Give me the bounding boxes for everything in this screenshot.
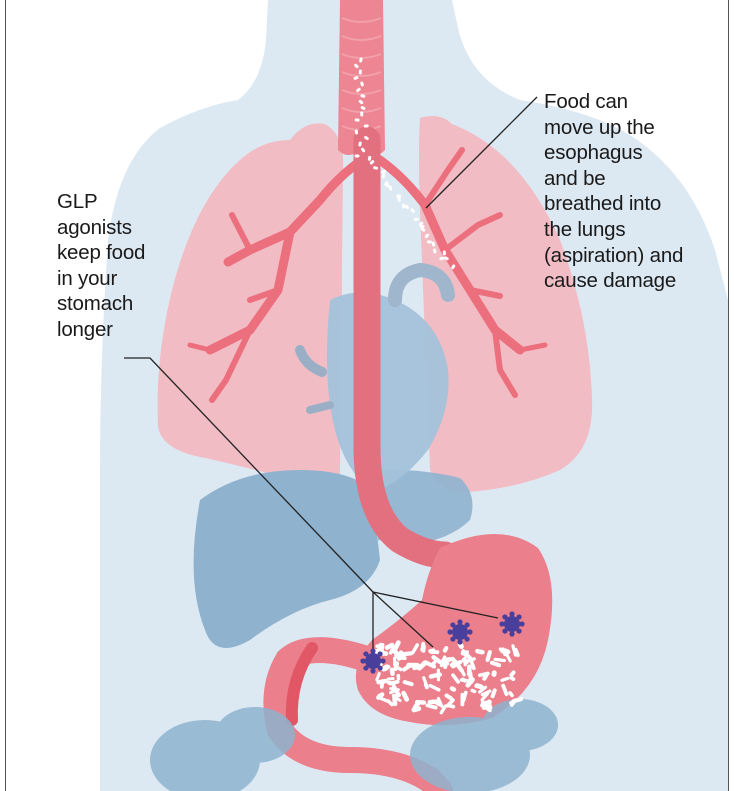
- label-line: the lungs: [544, 217, 683, 243]
- food-particle: [396, 674, 400, 681]
- food-particle: [398, 197, 401, 202]
- label-line: stomach: [57, 291, 145, 317]
- receptor-icon: [499, 611, 524, 636]
- food-particle: [387, 677, 395, 681]
- label-line: in your: [57, 266, 145, 292]
- food-particle: [463, 657, 467, 667]
- label-line: keep food: [57, 240, 145, 266]
- label-line: (aspiration) and: [544, 243, 683, 269]
- receptor-icon: [447, 619, 472, 644]
- food-particle: [427, 240, 432, 243]
- label-line: GLP: [57, 189, 145, 215]
- label-line: cause damage: [544, 268, 683, 294]
- food-particle: [359, 69, 362, 74]
- label-line: breathed into: [544, 191, 683, 217]
- food-particle: [354, 154, 359, 157]
- food-particle: [467, 664, 472, 676]
- label-line: and be: [544, 166, 683, 192]
- label-line: esophagus: [544, 140, 683, 166]
- label-line: move up the: [544, 115, 683, 141]
- food-particle: [427, 699, 439, 704]
- receptor-icon: [360, 648, 385, 673]
- food-particle: [460, 693, 464, 707]
- label-line: agonists: [57, 215, 145, 241]
- label-line: longer: [57, 317, 145, 343]
- label-aspiration: Food can move up the esophagus and be br…: [544, 89, 683, 294]
- label-line: Food can: [544, 89, 683, 115]
- food-particle: [360, 111, 363, 116]
- label-glp-agonists: GLP agonists keep food in your stomach l…: [57, 189, 145, 343]
